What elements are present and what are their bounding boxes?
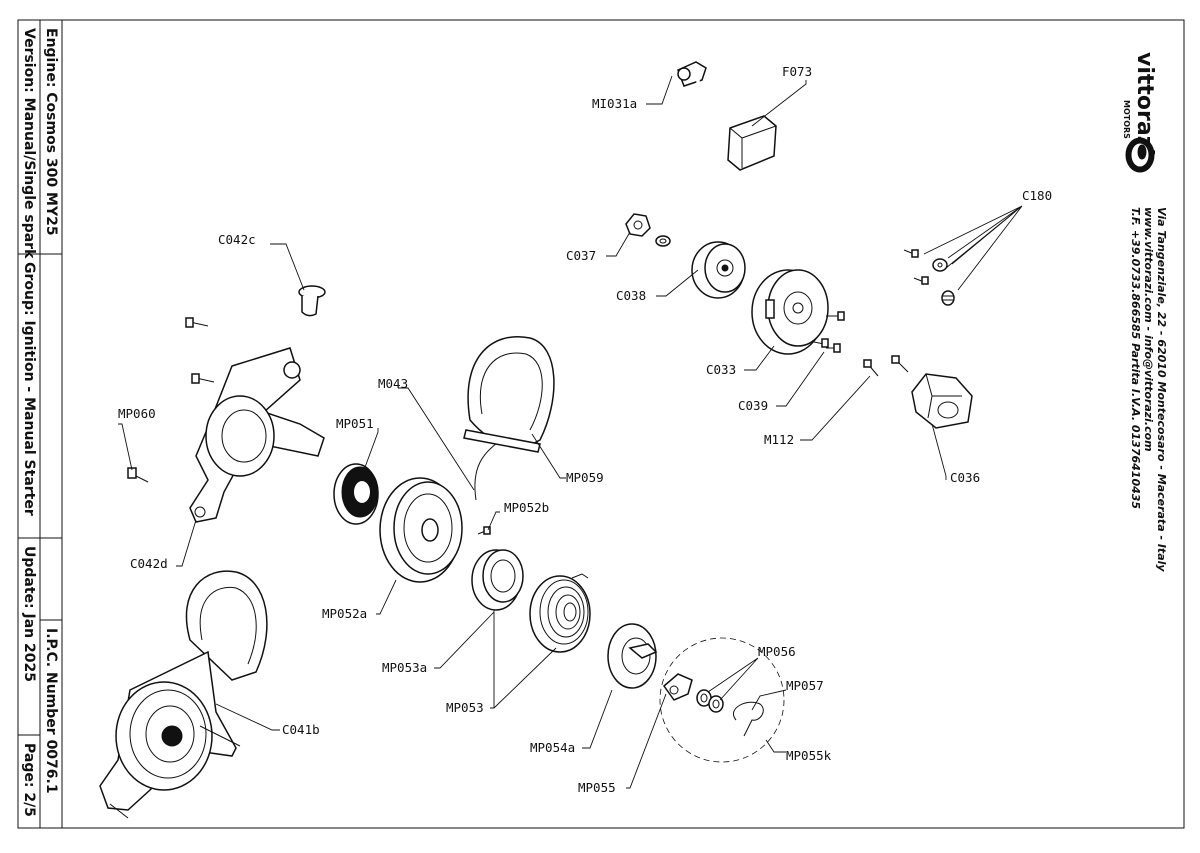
- label-C039: C039: [738, 398, 768, 413]
- label-C041b: C041b: [282, 722, 320, 737]
- spark-plug-cap-part: [677, 61, 753, 185]
- label-MP053: MP053: [446, 700, 484, 715]
- spring-cover-part: [607, 623, 658, 689]
- address-line-2: www.vittorazi.com - info@vittorazi.com: [1142, 207, 1155, 452]
- ignition-coil-part: [727, 115, 777, 171]
- bracket-screws-part: [127, 317, 215, 483]
- starter-cup-part: [691, 241, 746, 299]
- starter-assembly-part: [99, 570, 268, 819]
- recoil-spring-part: [529, 573, 591, 653]
- pulley-bushing-part: [471, 549, 524, 611]
- flywheel-screws-part: [813, 311, 845, 353]
- page-label: Page: 2/5: [21, 743, 37, 817]
- label-MP054a: MP054a: [530, 740, 575, 755]
- mount-screws-part: [863, 355, 909, 377]
- rope-pulley-part: [379, 477, 463, 583]
- brand-subtitle: MOTORS: [1122, 100, 1131, 139]
- label-C033: C033: [706, 362, 736, 377]
- sheet-border: [17, 19, 1185, 829]
- label-M043: M043: [378, 376, 408, 391]
- label-MP060: MP060: [118, 406, 156, 421]
- engine-label: Engine: Cosmos 300 MY25: [43, 28, 59, 236]
- label-MP055: MP055: [578, 780, 616, 795]
- label-MP053a: MP053a: [382, 660, 427, 675]
- label-C042d: C042d: [130, 556, 168, 571]
- ignition-module-part: [911, 373, 973, 429]
- spring-washer-part: [333, 463, 379, 525]
- label-MI031a: MI031a: [592, 96, 637, 111]
- label-MP055k: MP055k: [786, 748, 832, 763]
- address-line-1: Via Tangenziale, 22 - 62010 Montecosaro …: [1155, 207, 1168, 572]
- label-MP052b: MP052b: [504, 500, 549, 515]
- pulley-screw-part: [477, 526, 491, 535]
- label-C042c: C042c: [218, 232, 256, 247]
- label-M112: M112: [764, 432, 794, 447]
- pawl-washers-part: [696, 689, 724, 713]
- nut-part: [625, 213, 671, 247]
- pawl-part: [662, 673, 693, 701]
- starter-handle-part: [463, 336, 555, 501]
- label-MP059: MP059: [566, 470, 604, 485]
- label-F073: F073: [782, 64, 812, 79]
- detail-circle: [659, 637, 785, 763]
- pawl-clip-part: [733, 701, 764, 737]
- starter-bracket-part: [189, 347, 325, 523]
- label-MP056: MP056: [758, 644, 796, 659]
- flywheel-part: [751, 269, 829, 355]
- label-C180: C180: [1022, 188, 1052, 203]
- version-label: Version: Manual/Single spark: [21, 28, 37, 259]
- leader-lines: [118, 75, 1023, 789]
- bushing-part: [298, 285, 326, 317]
- group-label: Group: Ignition - Manual Starter: [21, 262, 37, 516]
- company-logo: vittorazi MOTORS: [1122, 52, 1157, 173]
- part-labels: F073 MI031a C180 C037 C038 C033 C039 M11…: [118, 64, 1052, 795]
- label-C038: C038: [616, 288, 646, 303]
- sensor-fasteners-part: [903, 249, 955, 306]
- label-MP051: MP051: [336, 416, 374, 431]
- ipc-number-label: I.P.C. Number 0076.1: [43, 628, 59, 794]
- label-C036: C036: [950, 470, 980, 485]
- update-label: Update: Jan 2025: [21, 546, 37, 682]
- label-MP057: MP057: [786, 678, 824, 693]
- label-MP052a: MP052a: [322, 606, 367, 621]
- label-C037: C037: [566, 248, 596, 263]
- address-line-3: T.F. +39.0733.866585 Partita I.V.A. 0137…: [1129, 207, 1142, 509]
- logo-emblem-icon: [1125, 137, 1155, 173]
